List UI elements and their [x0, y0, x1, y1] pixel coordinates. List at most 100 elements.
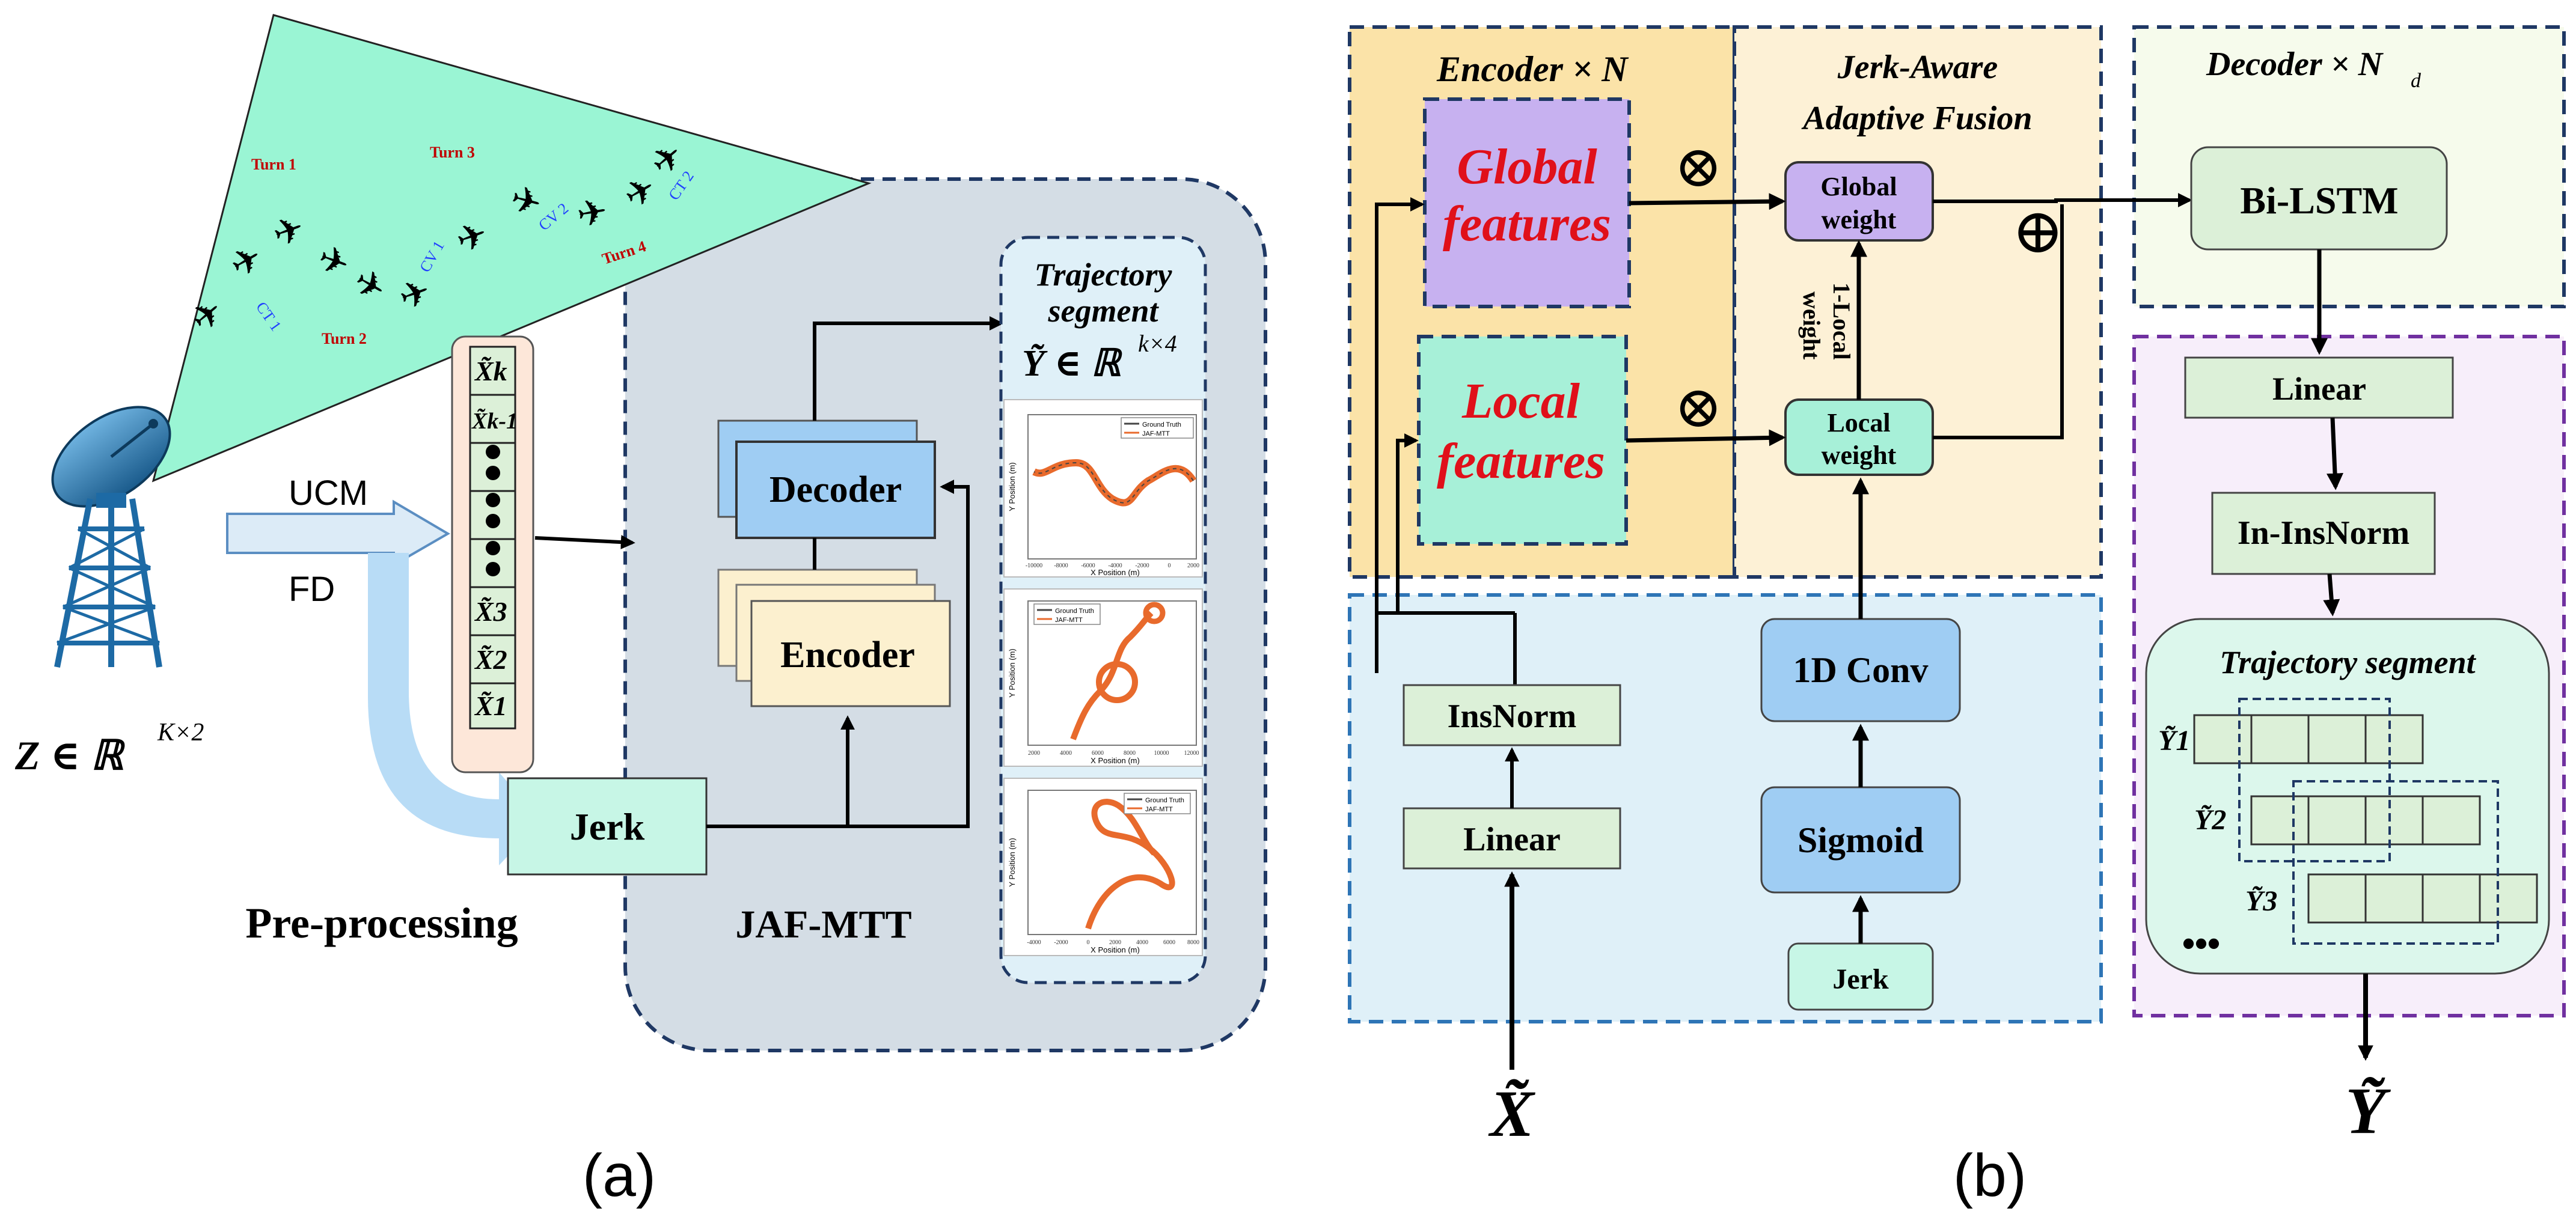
jaf-mtt-label: JAF-MTT: [735, 903, 911, 947]
decoder-linear-label: Linear: [2272, 371, 2366, 407]
measurement-label: Z ∈ ℝ K×2: [14, 719, 204, 778]
one-minus-local-weight-label: 1-Local weight: [1798, 282, 1855, 360]
decoder-label: Decoder: [769, 469, 902, 510]
svg-text:-4000: -4000: [1108, 563, 1122, 569]
sequence-column: X̃k X̃k-1 X̃3 X̃2 X̃1: [451, 335, 534, 773]
svg-text:Z ∈ ℝ: Z ∈ ℝ: [14, 733, 126, 778]
trajectory-plot-2: Ground Truth JAF-MTT X Position (m) Y Po…: [1003, 588, 1203, 767]
svg-text:4000: 4000: [1060, 750, 1072, 757]
svg-text:8000: 8000: [1187, 939, 1199, 946]
local-features-label: Local: [1461, 373, 1580, 429]
global-features-label: features: [1443, 196, 1611, 252]
global-features-box: [1423, 97, 1631, 308]
svg-text:-6000: -6000: [1081, 563, 1095, 569]
svg-text:JAF-MTT: JAF-MTT: [1145, 806, 1173, 813]
turn-label: Turn 3: [430, 144, 475, 161]
jerk-box-label: Jerk: [570, 805, 645, 848]
multiply-symbol: ⊗: [1674, 375, 1722, 439]
insnorm-box: [1403, 684, 1621, 746]
radar-tower-icon: [51, 406, 171, 668]
trajectory-plot-1: Ground Truth JAF-MTT X Position (m) Y Po…: [1003, 399, 1203, 578]
segment-row-1: [2193, 714, 2424, 764]
trajectory-segment-panel: Trajectory segment Ỹ ∈ ℝ k×4 Ground Trut…: [999, 236, 1207, 984]
svg-text:0: 0: [1087, 939, 1090, 946]
turn-label: Turn 2: [322, 330, 367, 347]
segment-row-label: Ỹ3: [2245, 885, 2277, 917]
decoder-stack: Decoder: [717, 419, 936, 539]
radar-coverage-wedge: [151, 14, 872, 483]
svg-text:Ground Truth: Ground Truth: [1055, 608, 1094, 615]
fd-arrow: [368, 553, 541, 865]
svg-text:weight: weight: [1798, 291, 1825, 360]
segment-row-2: [2250, 795, 2481, 846]
svg-text:Ground Truth: Ground Truth: [1145, 797, 1184, 804]
svg-text:-10000: -10000: [1026, 563, 1042, 569]
panel-a: Turn 1 Turn 3 Turn 2 Turn 4 CT 1 CV 1 CV…: [14, 14, 1267, 1209]
svg-text:10000: 10000: [1154, 750, 1169, 757]
svg-text:Y Position (m): Y Position (m): [1008, 462, 1017, 511]
sigmoid-label: Sigmoid: [1797, 820, 1924, 860]
sequence-ellipsis-dots: [486, 445, 500, 576]
svg-text:X Position (m): X Position (m): [1091, 756, 1140, 765]
svg-text:Trajectory: Trajectory: [1035, 257, 1173, 293]
svg-text:Y Position (m): Y Position (m): [1008, 838, 1017, 886]
decoder-linear-box: [2184, 356, 2454, 419]
ucm-label: UCM: [289, 474, 368, 513]
airplane-icon: ✈: [574, 191, 611, 236]
decoder-title: Decoder × N d: [2206, 46, 2422, 92]
svg-text:8000: 8000: [1124, 750, 1136, 757]
bilstm-label: Bi-LSTM: [2240, 179, 2398, 222]
add-symbol: ⊕: [2012, 197, 2064, 266]
segment-ellipsis: •••: [2182, 923, 2220, 963]
svg-text:k×4: k×4: [1138, 330, 1177, 357]
input-symbol: X̃: [1488, 1077, 1535, 1150]
svg-text:Ỹ ∈ ℝ: Ỹ ∈ ℝ: [1022, 343, 1123, 384]
segment-row-label: Ỹ1: [2158, 725, 2190, 757]
segment-row-3: [2307, 873, 2538, 924]
local-features-label: features: [1437, 433, 1605, 489]
output-symbol: Ỹ: [2345, 1074, 2391, 1147]
panel-a-caption: (a): [583, 1142, 656, 1209]
svg-text:Y Position (m): Y Position (m): [1008, 648, 1017, 697]
svg-text:6000: 6000: [1163, 939, 1175, 946]
global-features-label: Global: [1457, 139, 1597, 195]
svg-text:segment: segment: [1048, 293, 1160, 329]
sequence-item: X̃3: [474, 596, 507, 627]
svg-text:weight: weight: [1822, 205, 1897, 234]
svg-text:d: d: [2411, 70, 2422, 92]
preprocessing-label: Pre-processing: [245, 899, 518, 947]
sequence-item: X̃2: [474, 644, 507, 675]
svg-text:6000: 6000: [1092, 750, 1104, 757]
in-insnorm-label: In-InsNorm: [2238, 514, 2409, 552]
svg-text:X Position (m): X Position (m): [1091, 568, 1140, 577]
svg-text:X Position (m): X Position (m): [1091, 945, 1140, 954]
linear-label: Linear: [1463, 821, 1561, 858]
conv-1d-label: 1D Conv: [1793, 650, 1928, 690]
svg-text:Local: Local: [1827, 408, 1890, 438]
svg-text:0: 0: [1168, 563, 1171, 569]
svg-text:Jerk-Aware: Jerk-Aware: [1837, 49, 1998, 86]
sequence-item: X̃1: [474, 691, 507, 721]
ucm-arrow: [226, 499, 450, 567]
in-insnorm-box: [2211, 492, 2436, 575]
svg-text:-4000: -4000: [1027, 939, 1041, 946]
linear-box: [1403, 807, 1621, 870]
svg-text:Global: Global: [1820, 172, 1897, 201]
svg-text:Encoder × N: Encoder × N: [1436, 49, 1629, 89]
encoder-title: Encoder × N: [1436, 49, 1629, 89]
trajectory-plot-3: Ground Truth JAF-MTT X Position (m) Y Po…: [1003, 778, 1203, 956]
jerk-input-label: Jerk: [1832, 963, 1889, 995]
fusion-region: [1733, 25, 2103, 579]
fd-label: FD: [289, 570, 335, 609]
svg-text:12000: 12000: [1184, 750, 1199, 757]
svg-text:Adaptive Fusion: Adaptive Fusion: [1801, 100, 2032, 137]
svg-text:Decoder × N: Decoder × N: [2206, 46, 2384, 83]
svg-text:2000: 2000: [1187, 563, 1199, 569]
multiply-symbol: ⊗: [1674, 135, 1722, 199]
fusion-title: Jerk-Aware Adaptive Fusion: [1801, 49, 2032, 137]
encoder-label: Encoder: [780, 635, 915, 675]
segment-row-label: Ỹ2: [2194, 804, 2226, 836]
svg-text:-8000: -8000: [1054, 563, 1068, 569]
svg-text:K×2: K×2: [157, 719, 204, 746]
